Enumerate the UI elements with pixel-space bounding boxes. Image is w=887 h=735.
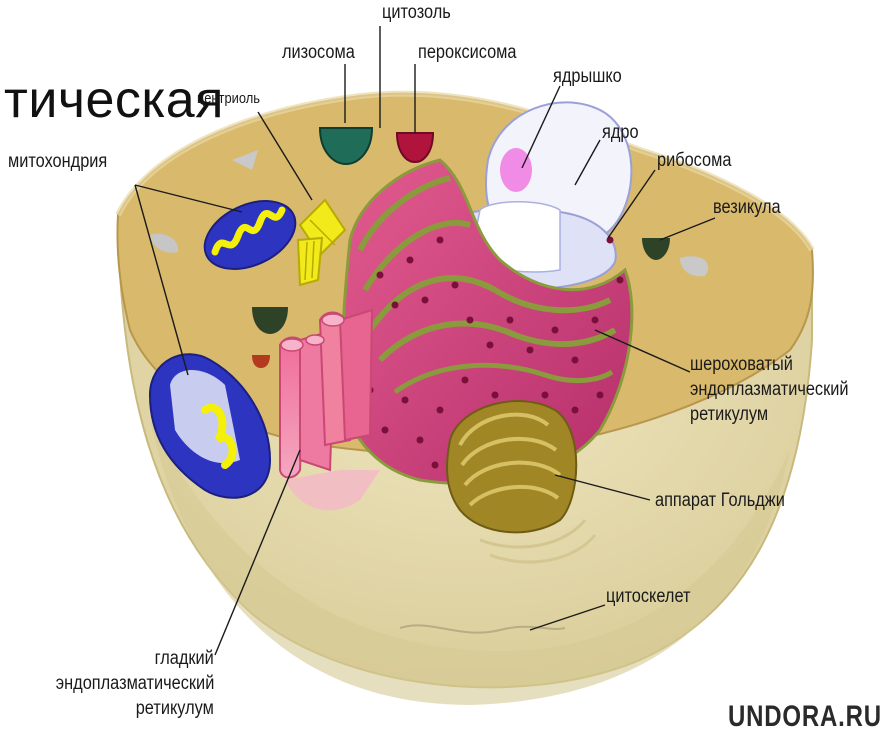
smooth-er xyxy=(280,310,380,510)
label-rough-er-line-3: ретикулум xyxy=(690,404,768,426)
nucleolus xyxy=(500,148,532,192)
label-nucleus: ядро xyxy=(602,122,639,144)
watermark: UNDORA.RU xyxy=(728,700,882,734)
label-smooth-er-line-2: эндоплазматический xyxy=(55,673,214,695)
label-golgi: аппарат Гольджи xyxy=(655,490,785,512)
label-rough-er-line-2: эндоплазматический xyxy=(690,379,849,401)
label-cytoskeleton: цитоскелет xyxy=(606,586,690,608)
label-lysosome: лизосома xyxy=(282,42,355,64)
slide-title-fragment: тическая xyxy=(4,70,224,130)
label-centriole: центриоль xyxy=(197,88,260,110)
label-peroxisome: пероксисома xyxy=(418,42,517,64)
label-ribosome: рибосома xyxy=(657,150,731,172)
label-mitochondria: митохондрия xyxy=(8,151,107,173)
label-vesicle: везикула xyxy=(713,197,781,219)
label-cytosol: цитозоль xyxy=(382,2,451,24)
label-rough-er-line-1: шероховатый xyxy=(690,354,793,376)
label-nucleolus: ядрышко xyxy=(553,66,622,88)
label-smooth-er-line-1: гладкий xyxy=(155,648,214,670)
label-smooth-er-line-3: ретикулум xyxy=(136,698,214,720)
